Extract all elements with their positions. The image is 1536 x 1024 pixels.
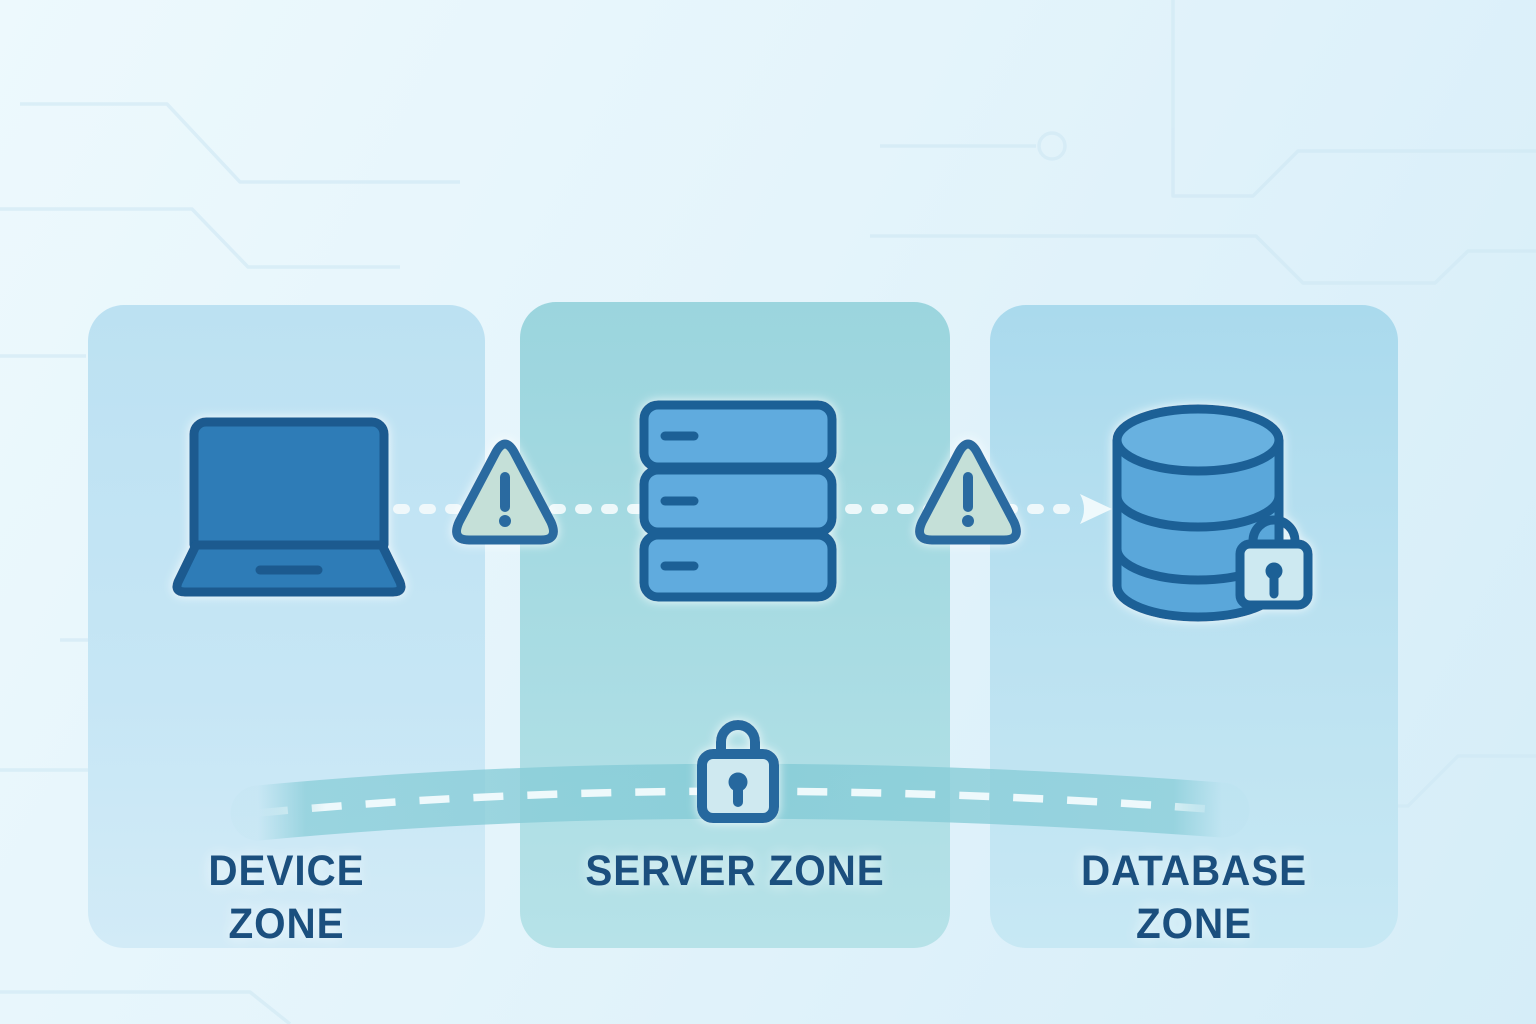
warning-triangle-icon bbox=[915, 439, 1021, 545]
server-zone-label: SERVER ZONE bbox=[585, 847, 885, 895]
server-stack-icon bbox=[639, 400, 837, 602]
device-zone-label: DEVICE ZONE bbox=[208, 847, 365, 948]
road-center-dashed-line bbox=[257, 787, 1223, 817]
padlock-icon bbox=[697, 720, 779, 823]
warning-triangle-icon bbox=[452, 439, 558, 545]
device-zone-panel bbox=[88, 305, 485, 948]
database-icon bbox=[1112, 404, 1313, 622]
database-padlock-icon bbox=[1235, 515, 1313, 610]
arrowhead-icon bbox=[1080, 494, 1112, 524]
database-zone-label: DATABASE ZONE bbox=[1080, 847, 1308, 948]
laptop-icon bbox=[172, 417, 406, 597]
